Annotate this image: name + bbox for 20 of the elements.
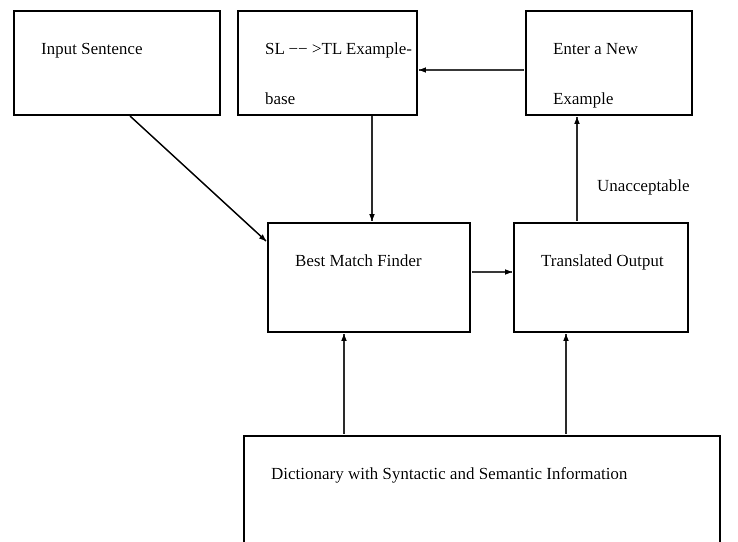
arrow [129,115,267,242]
box-text: Enter a New Example [553,38,639,110]
process-box [237,10,418,116]
process-box [525,10,693,116]
arrow [563,334,569,434]
arrow [341,334,347,434]
process-box [243,435,721,542]
process-box [267,222,471,333]
box-text: Best Match Finder [295,250,423,272]
arrow [369,116,375,221]
arrow [574,117,580,221]
process-box [13,10,221,116]
arrow [419,67,524,73]
box-text: Dictionary with Syntactic and Semantic Information [271,463,628,485]
edge-label: Unacceptable [596,176,690,196]
arrow [472,269,512,275]
process-box [513,222,689,333]
box-text: Translated Output [541,250,665,272]
box-text: Input Sentence [41,38,144,60]
box-text: SL −− >TL Example-base [265,38,413,110]
